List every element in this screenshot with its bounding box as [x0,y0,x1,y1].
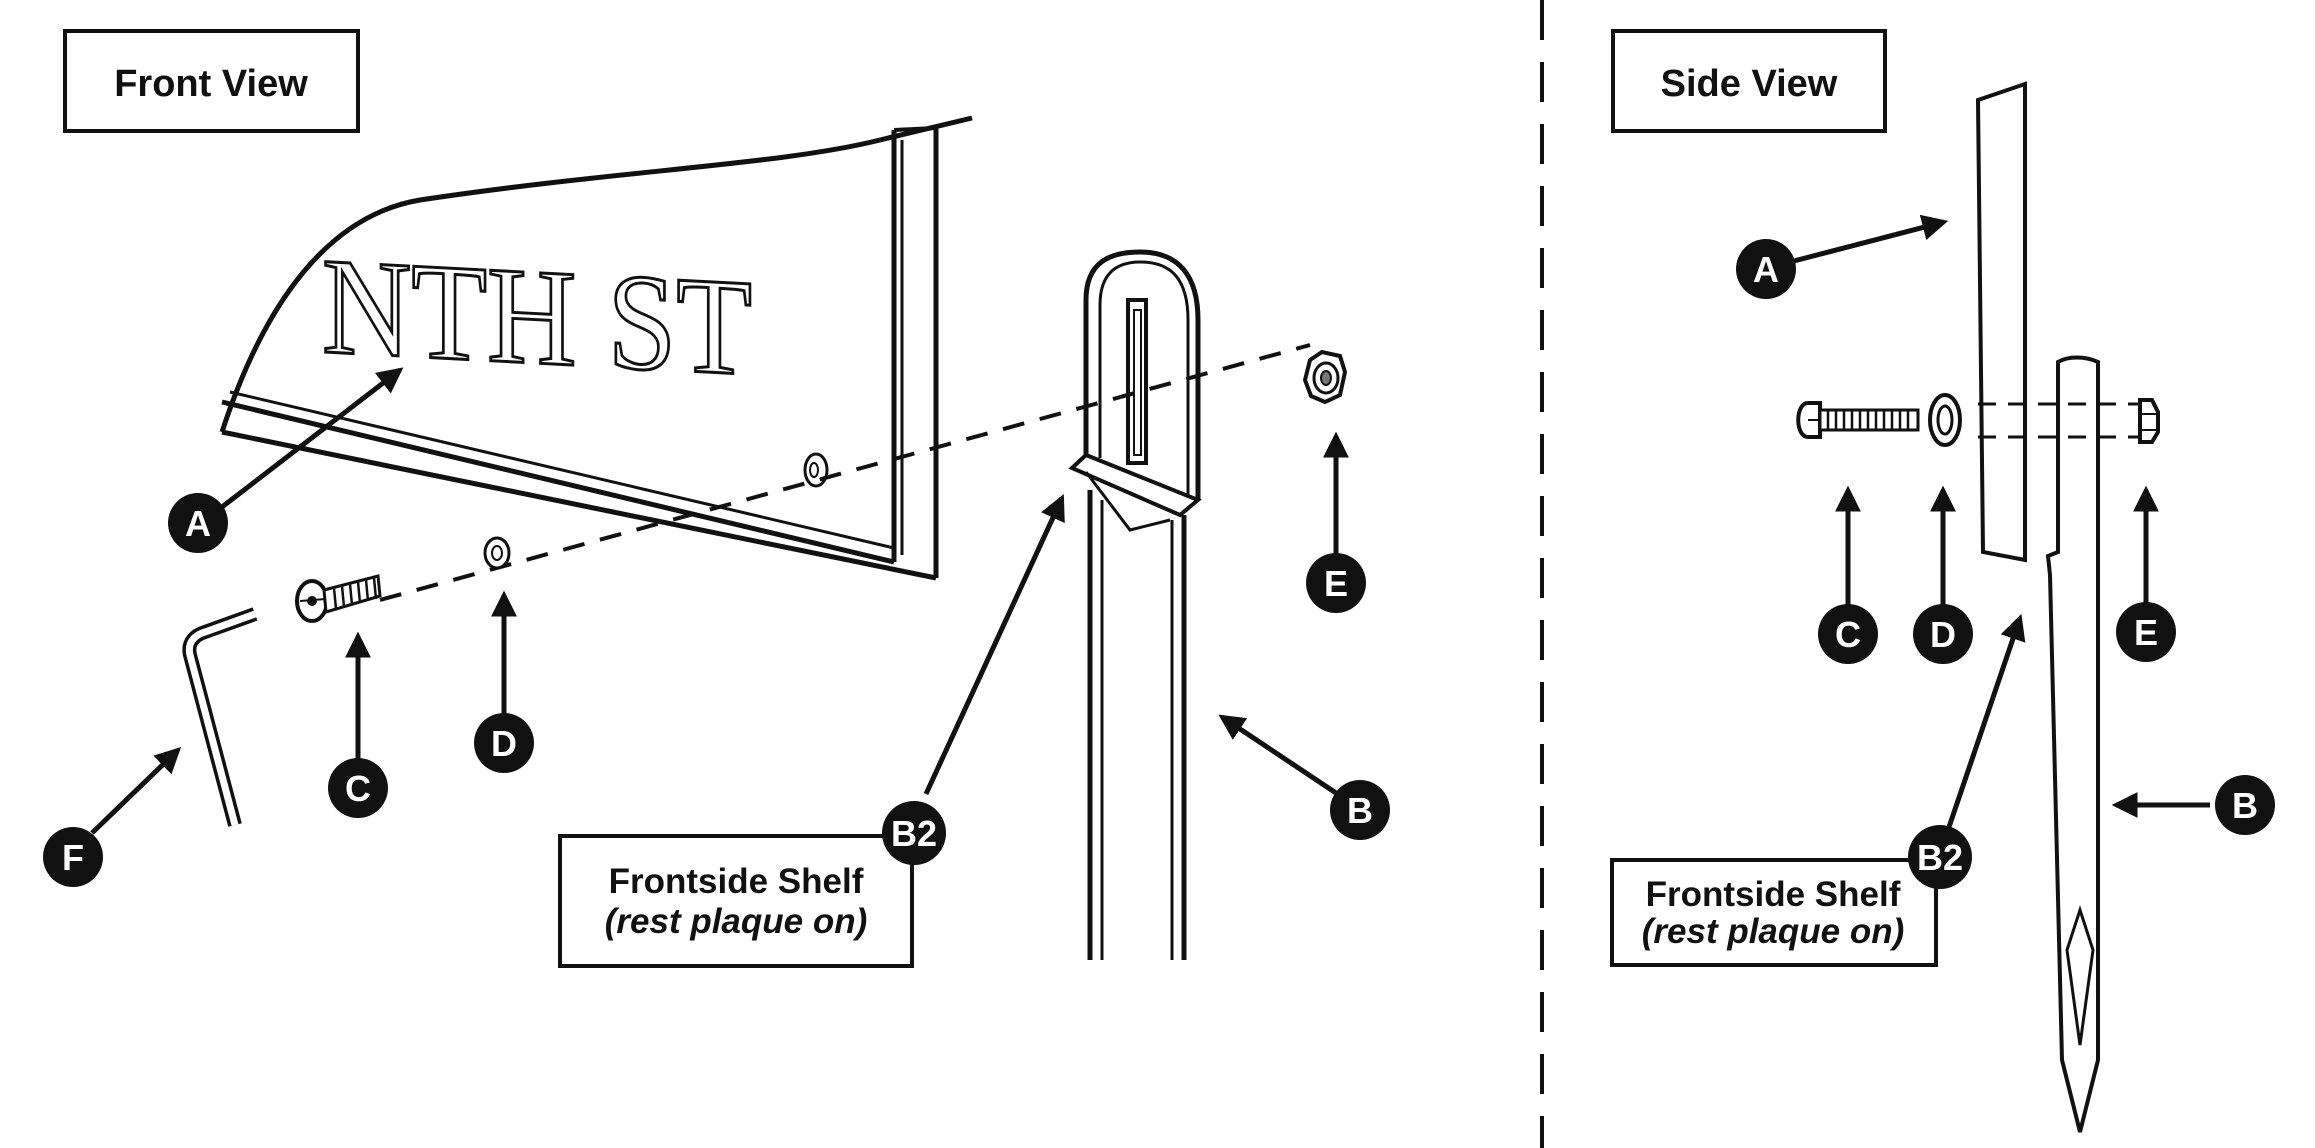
callout-a-side: A [1736,239,1796,299]
nut-front [1302,349,1348,405]
front-view: Front View NTH ST [43,29,1390,968]
callout-arrows-front [90,367,1349,835]
svg-text:B: B [2232,785,2258,826]
stake-side-groove [2065,905,2095,1046]
screw-front [295,574,382,623]
alignment-line-front [379,343,1311,602]
front-view-title: Front View [114,63,308,105]
svg-text:E: E [2134,612,2158,653]
svg-text:B: B [1347,790,1373,831]
svg-text:B2: B2 [891,813,937,854]
allen-key [182,607,258,827]
stake-side [2045,355,2100,1133]
stake-front [1068,249,1202,960]
svg-text:A: A [185,503,211,544]
shelf-label-front-line1: Frontside Shelf [609,862,864,901]
callout-d-front: D [474,713,534,773]
callout-b2-front: B2 [882,801,946,865]
side-view: Side View [1610,29,2275,1133]
callout-b2-side: B2 [1908,825,1972,889]
side-view-title: Side View [1661,63,1838,105]
svg-text:D: D [491,723,517,764]
screw-side [1796,401,1920,439]
svg-text:F: F [62,837,84,878]
callout-e-front: E [1306,553,1366,613]
callout-arrows-side [1789,214,2210,831]
callout-c-side: C [1818,604,1878,664]
washer-front [483,536,511,570]
shelf-label-side-line2: (rest plaque on) [1642,912,1905,951]
shelf-label-front-line2: (rest plaque on) [605,902,868,941]
side-view-title-box: Side View [1611,29,1887,133]
callout-f-front: F [43,827,103,887]
nut-side [2138,398,2160,444]
svg-text:C: C [345,768,371,809]
svg-text:B2: B2 [1917,837,1963,878]
callout-e-side: E [2116,602,2176,662]
callout-a-front: A [168,493,228,553]
shelf-label-side-line1: Frontside Shelf [1646,875,1901,914]
callout-c-front: C [328,758,388,818]
svg-text:D: D [1930,614,1956,655]
plaque-side [1975,81,2027,563]
shelf-label-front: Frontside Shelf (rest plaque on) [558,834,914,968]
svg-text:A: A [1753,249,1779,290]
callout-b-front: B [1330,780,1390,840]
shelf-label-side: Frontside Shelf (rest plaque on) [1610,858,1938,967]
callout-b-side: B [2215,775,2275,835]
plaque-front: NTH ST [219,115,975,581]
front-view-title-box: Front View [63,29,360,133]
svg-text:E: E [1324,563,1348,604]
svg-text:C: C [1835,614,1861,655]
washer-side [1928,393,1962,447]
callout-d-side: D [1913,604,1973,664]
